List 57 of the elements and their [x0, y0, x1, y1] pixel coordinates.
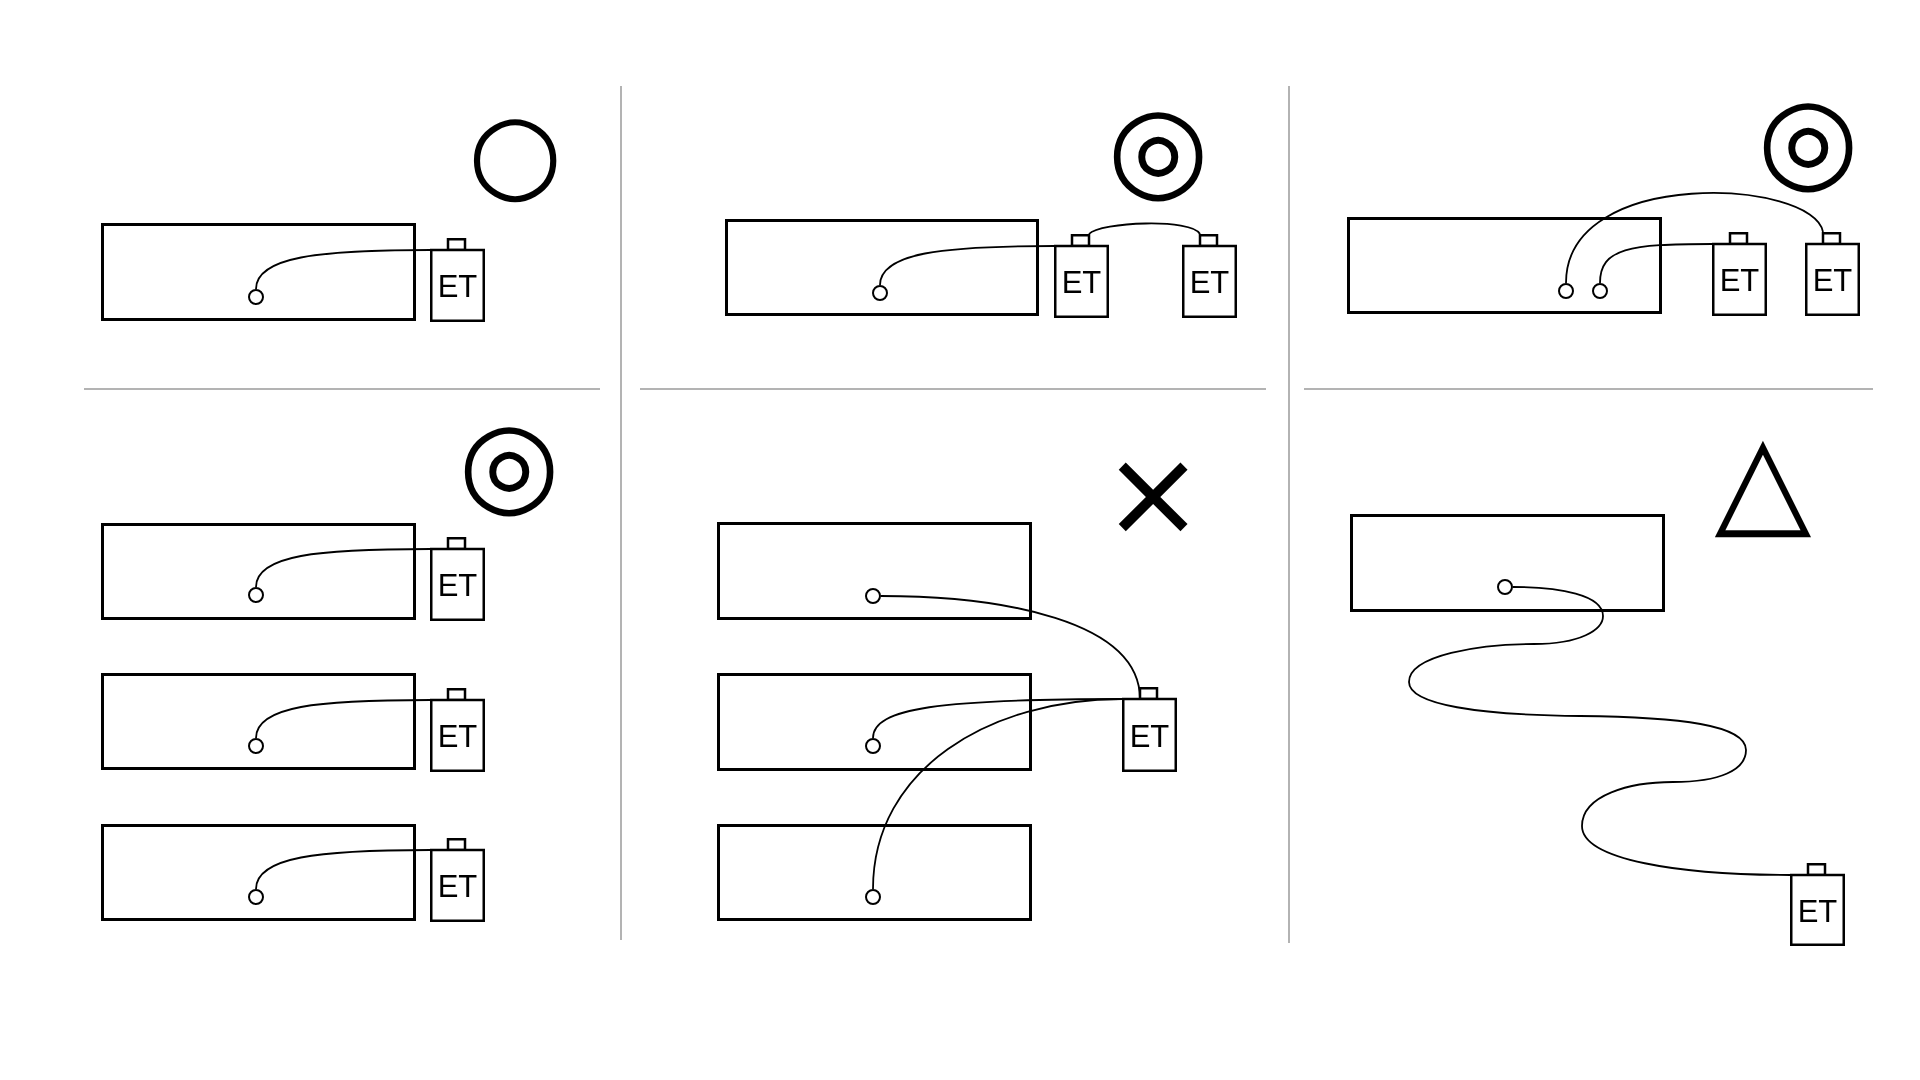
- cable-line: [879, 245, 1055, 286]
- device-unit: [1054, 234, 1109, 318]
- container-box: [101, 523, 416, 620]
- cable-line: [255, 849, 431, 890]
- device-unit: [1182, 234, 1237, 318]
- container-box: [101, 223, 416, 321]
- rating-mark: ◎: [1107, 89, 1209, 205]
- device-unit: [1122, 687, 1177, 772]
- container-box: [101, 673, 416, 770]
- probe-icon: [248, 738, 264, 754]
- device-unit: [430, 688, 485, 772]
- device-label: ET: [1061, 266, 1102, 298]
- device-unit: [430, 838, 485, 922]
- probe-icon: [865, 738, 881, 754]
- device-label: ET: [437, 870, 478, 902]
- container-box: [1347, 217, 1662, 314]
- cable-line: [1408, 586, 1791, 876]
- device-label: ET: [1797, 895, 1838, 926]
- probe-icon: [248, 889, 264, 905]
- device-unit: [430, 537, 485, 621]
- container-box: [725, 219, 1039, 316]
- device-label: ET: [1812, 264, 1853, 296]
- cable-line: [1599, 243, 1713, 284]
- container-box: [717, 522, 1032, 620]
- probe-icon: [1592, 283, 1608, 299]
- device-unit: [430, 238, 485, 322]
- cable-line: [255, 249, 431, 290]
- device-unit: [1712, 232, 1767, 316]
- cable-line: [872, 698, 1123, 890]
- device-label: ET: [1129, 720, 1170, 751]
- cable-line: [1565, 192, 1824, 284]
- cable-line: [255, 548, 431, 588]
- device-label: ET: [1719, 264, 1760, 296]
- probe-icon: [248, 587, 264, 603]
- probe-icon: [1497, 579, 1513, 595]
- rating-mark: ◎: [1757, 80, 1859, 196]
- device-label: ET: [437, 720, 478, 752]
- device-label: ET: [437, 270, 478, 302]
- container-box: [717, 824, 1032, 921]
- container-box: [1350, 514, 1665, 612]
- probe-icon: [1558, 283, 1574, 299]
- device-label: ET: [437, 569, 478, 601]
- cable-line: [255, 699, 431, 739]
- rating-mark: △: [1714, 416, 1812, 542]
- container-box: [717, 673, 1032, 771]
- rating-mark: ×: [1101, 432, 1205, 554]
- container-box: [101, 824, 416, 921]
- device-unit: [1790, 863, 1845, 946]
- probe-icon: [865, 588, 881, 604]
- rating-mark: ○: [467, 98, 563, 206]
- device-unit: [1805, 232, 1860, 316]
- probe-icon: [872, 285, 888, 301]
- device-label: ET: [1189, 266, 1230, 298]
- cable-line: [1088, 222, 1201, 235]
- probe-icon: [865, 889, 881, 905]
- rating-mark: ◎: [458, 404, 560, 520]
- probe-icon: [248, 289, 264, 305]
